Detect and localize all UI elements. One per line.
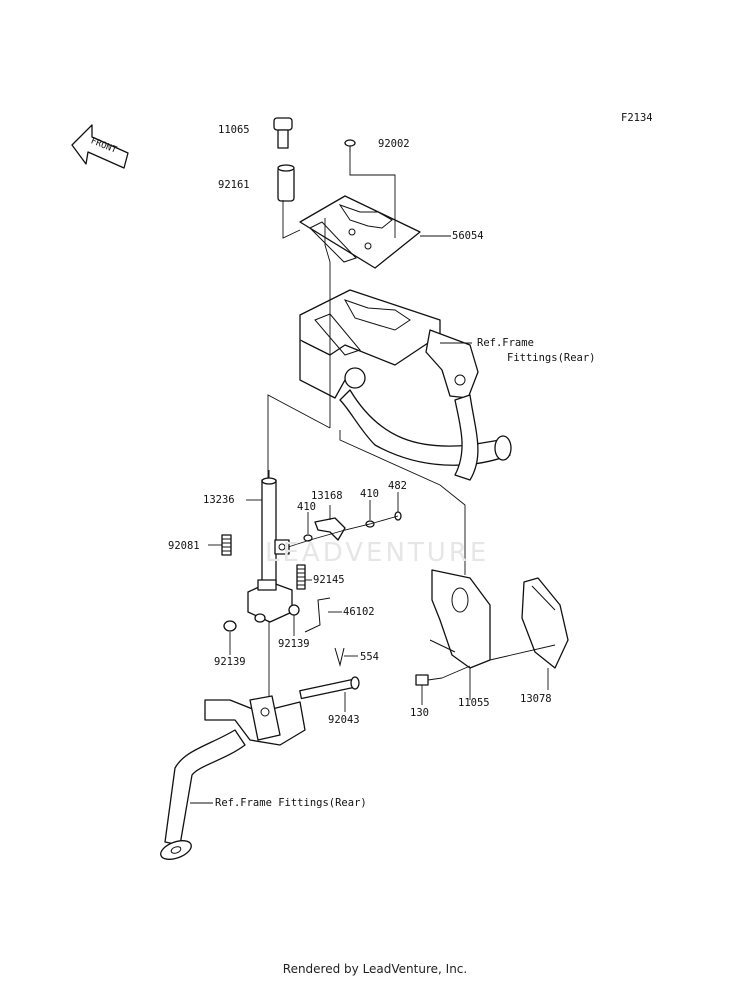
spring-92081-icon	[221, 534, 232, 556]
ref-upper-line2: Fittings(Rear)	[507, 352, 596, 364]
shaft-clevis	[274, 539, 290, 555]
label-11065: 11065	[218, 124, 250, 136]
bolt-11065-icon	[273, 117, 293, 149]
figure-code: F2134	[621, 112, 653, 124]
upper-frame-bracket	[299, 289, 512, 481]
label-46102: 46102	[343, 606, 375, 618]
label-92002: 92002	[378, 138, 410, 150]
bushing-small-icon	[254, 613, 266, 623]
label-11055: 11055	[458, 697, 490, 709]
bolt-130-icon	[415, 674, 443, 686]
label-56054: 56054	[452, 230, 484, 242]
label-13168: 13168	[311, 490, 343, 502]
rod-46102-icon	[304, 597, 331, 633]
shaft-lever-block	[247, 579, 293, 623]
label-92145: 92145	[313, 574, 345, 586]
label-482: 482	[388, 480, 407, 492]
ref-upper-line1: Ref.Frame	[477, 337, 534, 349]
footer-credit: Rendered by LeadVenture, Inc.	[282, 962, 468, 976]
front-arrow-icon	[71, 124, 129, 169]
shift-gate-plate-56054	[299, 195, 421, 269]
pin-92043-icon	[299, 676, 360, 700]
shift-shaft-13236	[261, 470, 277, 591]
spring-92145-icon	[296, 564, 306, 590]
label-92139-a: 92139	[214, 656, 246, 668]
cotter-pin-554-icon	[334, 647, 345, 667]
collar-92161-icon	[277, 164, 295, 202]
bracket-11055	[429, 569, 491, 669]
ref-lower: Ref.Frame Fittings(Rear)	[215, 797, 367, 809]
watermark-text: LEADVENTURE	[265, 538, 490, 568]
link-13168	[314, 517, 346, 541]
lower-pedal-frame	[160, 695, 306, 860]
plate-13078	[521, 577, 569, 669]
label-92043: 92043	[328, 714, 360, 726]
bushing-92139-b-icon	[288, 604, 300, 616]
label-13236: 13236	[203, 494, 235, 506]
label-410-b: 410	[360, 488, 379, 500]
label-554: 554	[360, 651, 379, 663]
bushing-92139-a-icon	[223, 620, 237, 632]
label-92161: 92161	[218, 179, 250, 191]
label-130: 130	[410, 707, 429, 719]
label-92139-b: 92139	[278, 638, 310, 650]
label-13078: 13078	[520, 693, 552, 705]
label-410-a: 410	[297, 501, 316, 513]
label-92081: 92081	[168, 540, 200, 552]
screw-92002-icon	[344, 139, 356, 152]
